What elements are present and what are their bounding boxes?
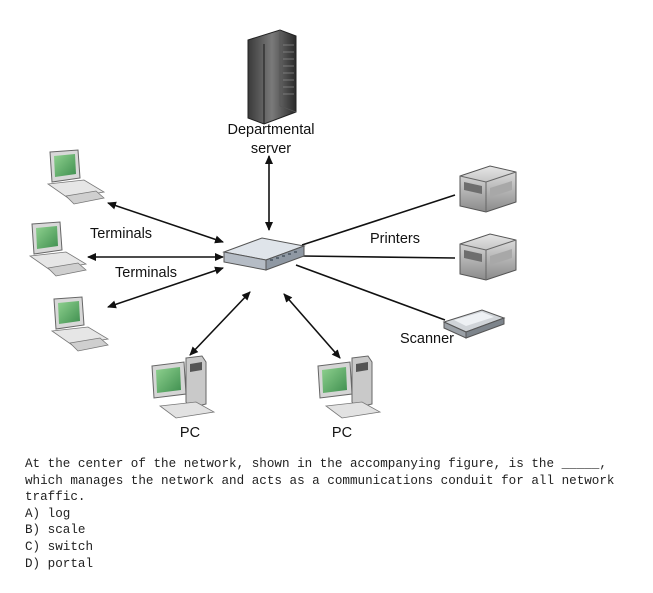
terminal-icon [46,149,106,205]
question-block: At the center of the network, shown in t… [25,456,635,572]
printer-icon [459,165,517,213]
answer-options: A) log B) scale C) switch D) portal [25,506,635,572]
pc-icon [151,355,216,419]
server-label-line2: server [251,141,291,157]
terminal-icon [50,296,110,352]
question-text: At the center of the network, shown in t… [25,457,623,505]
answer-option[interactable]: A) log [25,506,71,521]
link-terminal-1 [107,201,224,244]
server-icon [247,29,297,125]
link-terminal-3 [107,266,224,309]
pc-label-1: PC [180,425,200,441]
server-label-line1: Departmental [227,122,314,138]
network-diagram: Departmental server Terminals Terminals … [28,29,517,441]
link-printer-2 [301,255,456,259]
link-scanner [295,264,446,321]
link-printer-1 [301,194,456,246]
answer-option[interactable]: B) scale [25,523,86,538]
printer-icon [459,233,517,281]
connections [87,155,456,359]
pc-label-2: PC [332,425,352,441]
link-pc-1 [189,291,251,356]
scanner-icon [442,309,506,339]
link-pc-2 [283,293,341,359]
printers-label: Printers [370,231,420,247]
pc-icon [317,355,382,419]
terminal-icon [28,221,88,277]
switch-icon [222,237,306,271]
terminals-label-2: Terminals [115,265,177,281]
answer-option[interactable]: C) switch [25,539,94,554]
scanner-label: Scanner [400,331,454,347]
answer-option[interactable]: D) portal [25,556,94,571]
terminals-label-1: Terminals [90,226,152,242]
